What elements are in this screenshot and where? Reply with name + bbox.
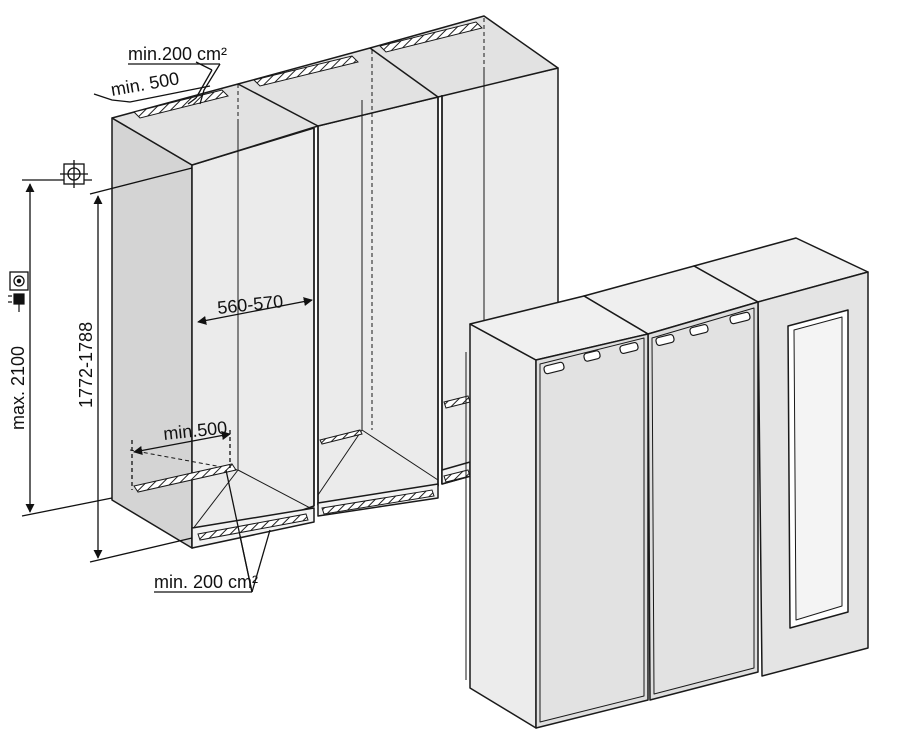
- top-depth-label: min. 500: [109, 68, 180, 100]
- bottom-vent-middle-front: [321, 489, 435, 515]
- appliances: [465, 237, 869, 729]
- left-cabinet-back: [191, 127, 315, 549]
- socket-icon: [9, 271, 29, 291]
- middle-cabinet-back: [317, 96, 439, 506]
- dimension-lines: [21, 61, 313, 593]
- front-appliance-side: [469, 323, 537, 729]
- middle-appliance-door: [651, 307, 755, 695]
- top-vent-left: [133, 89, 229, 119]
- mounting-brackets: [543, 311, 751, 375]
- bottom-vent-left-inner: [133, 463, 237, 493]
- ventilation-grilles: [133, 21, 483, 541]
- bottom-depth-dimension-line: [133, 431, 231, 455]
- top-vent-right: [379, 21, 483, 53]
- top-vent-area-label: min.200 cm²: [128, 44, 227, 64]
- top-vent-middle: [253, 55, 359, 87]
- cabinet-top-panel: [111, 15, 559, 166]
- bottom-vent-left-front: [197, 513, 309, 541]
- bottom-vent-middle-inner: [319, 429, 363, 445]
- wine-cooler-glass: [793, 316, 843, 621]
- max-height-label: max. 2100: [8, 346, 28, 430]
- water-connection-icon: [60, 160, 88, 188]
- plug-icon: [8, 293, 25, 312]
- niche-height-label: 1772-1788: [76, 322, 96, 408]
- front-appliance-door: [539, 337, 645, 723]
- bottom-vent-area-label: min. 200 cm²: [154, 572, 258, 592]
- inner-width-dimension-line: [197, 297, 313, 325]
